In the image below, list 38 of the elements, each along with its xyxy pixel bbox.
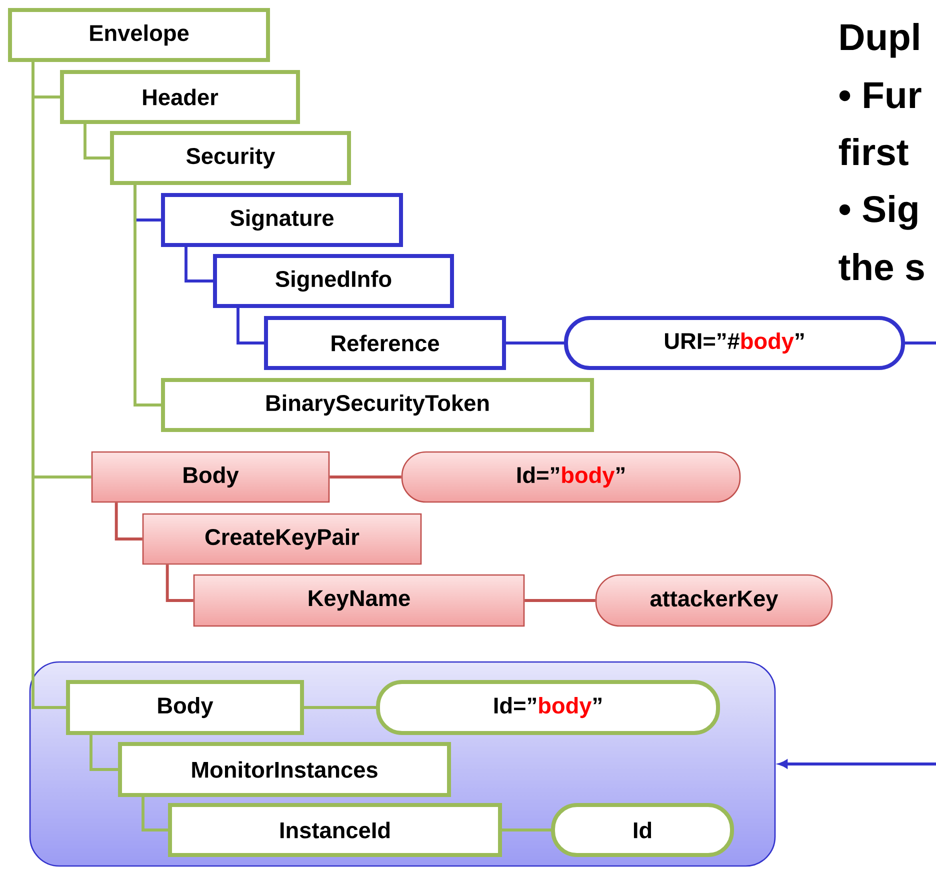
connector [506,342,564,344]
element-box: Reference [264,316,506,370]
connector [184,247,213,282]
attribute-box: URI=”#body” [564,316,905,370]
connector [142,797,168,832]
element-box: InstanceId [168,803,502,857]
element-box: Envelope [8,8,270,62]
element-box: MonitorInstances [118,742,451,797]
element-box: Security [110,131,351,185]
slide-text: first [838,138,908,166]
connector [114,502,142,540]
slide-text: • Fur [839,82,922,108]
connector [84,124,110,160]
attribute-box: Id [551,803,734,857]
connector [502,828,551,832]
attribute-box: Id=”body” [401,451,741,503]
connector [134,185,161,406]
connector [32,62,66,709]
connector [330,476,402,478]
connector [166,564,194,602]
attribute-box: attackerKey [595,574,833,627]
attribute-box: Id=”body” [376,680,720,735]
element-box: Body [66,680,304,735]
element-box: KeyName [193,574,525,627]
element-box: Body [91,451,330,503]
slide-text: the s [838,252,924,280]
connector [236,308,264,344]
connector [90,735,118,771]
connector [778,342,936,768]
element-box: Header [60,70,300,124]
connector [524,599,596,602]
slide-text: Dupl [840,22,919,58]
connector [304,706,376,709]
element-box: Signature [161,193,403,247]
element-box: SignedInfo [213,254,454,308]
element-box: BinarySecurityToken [161,378,594,432]
slide-text: • Sig [839,194,918,230]
element-box: CreateKeyPair [142,513,422,565]
